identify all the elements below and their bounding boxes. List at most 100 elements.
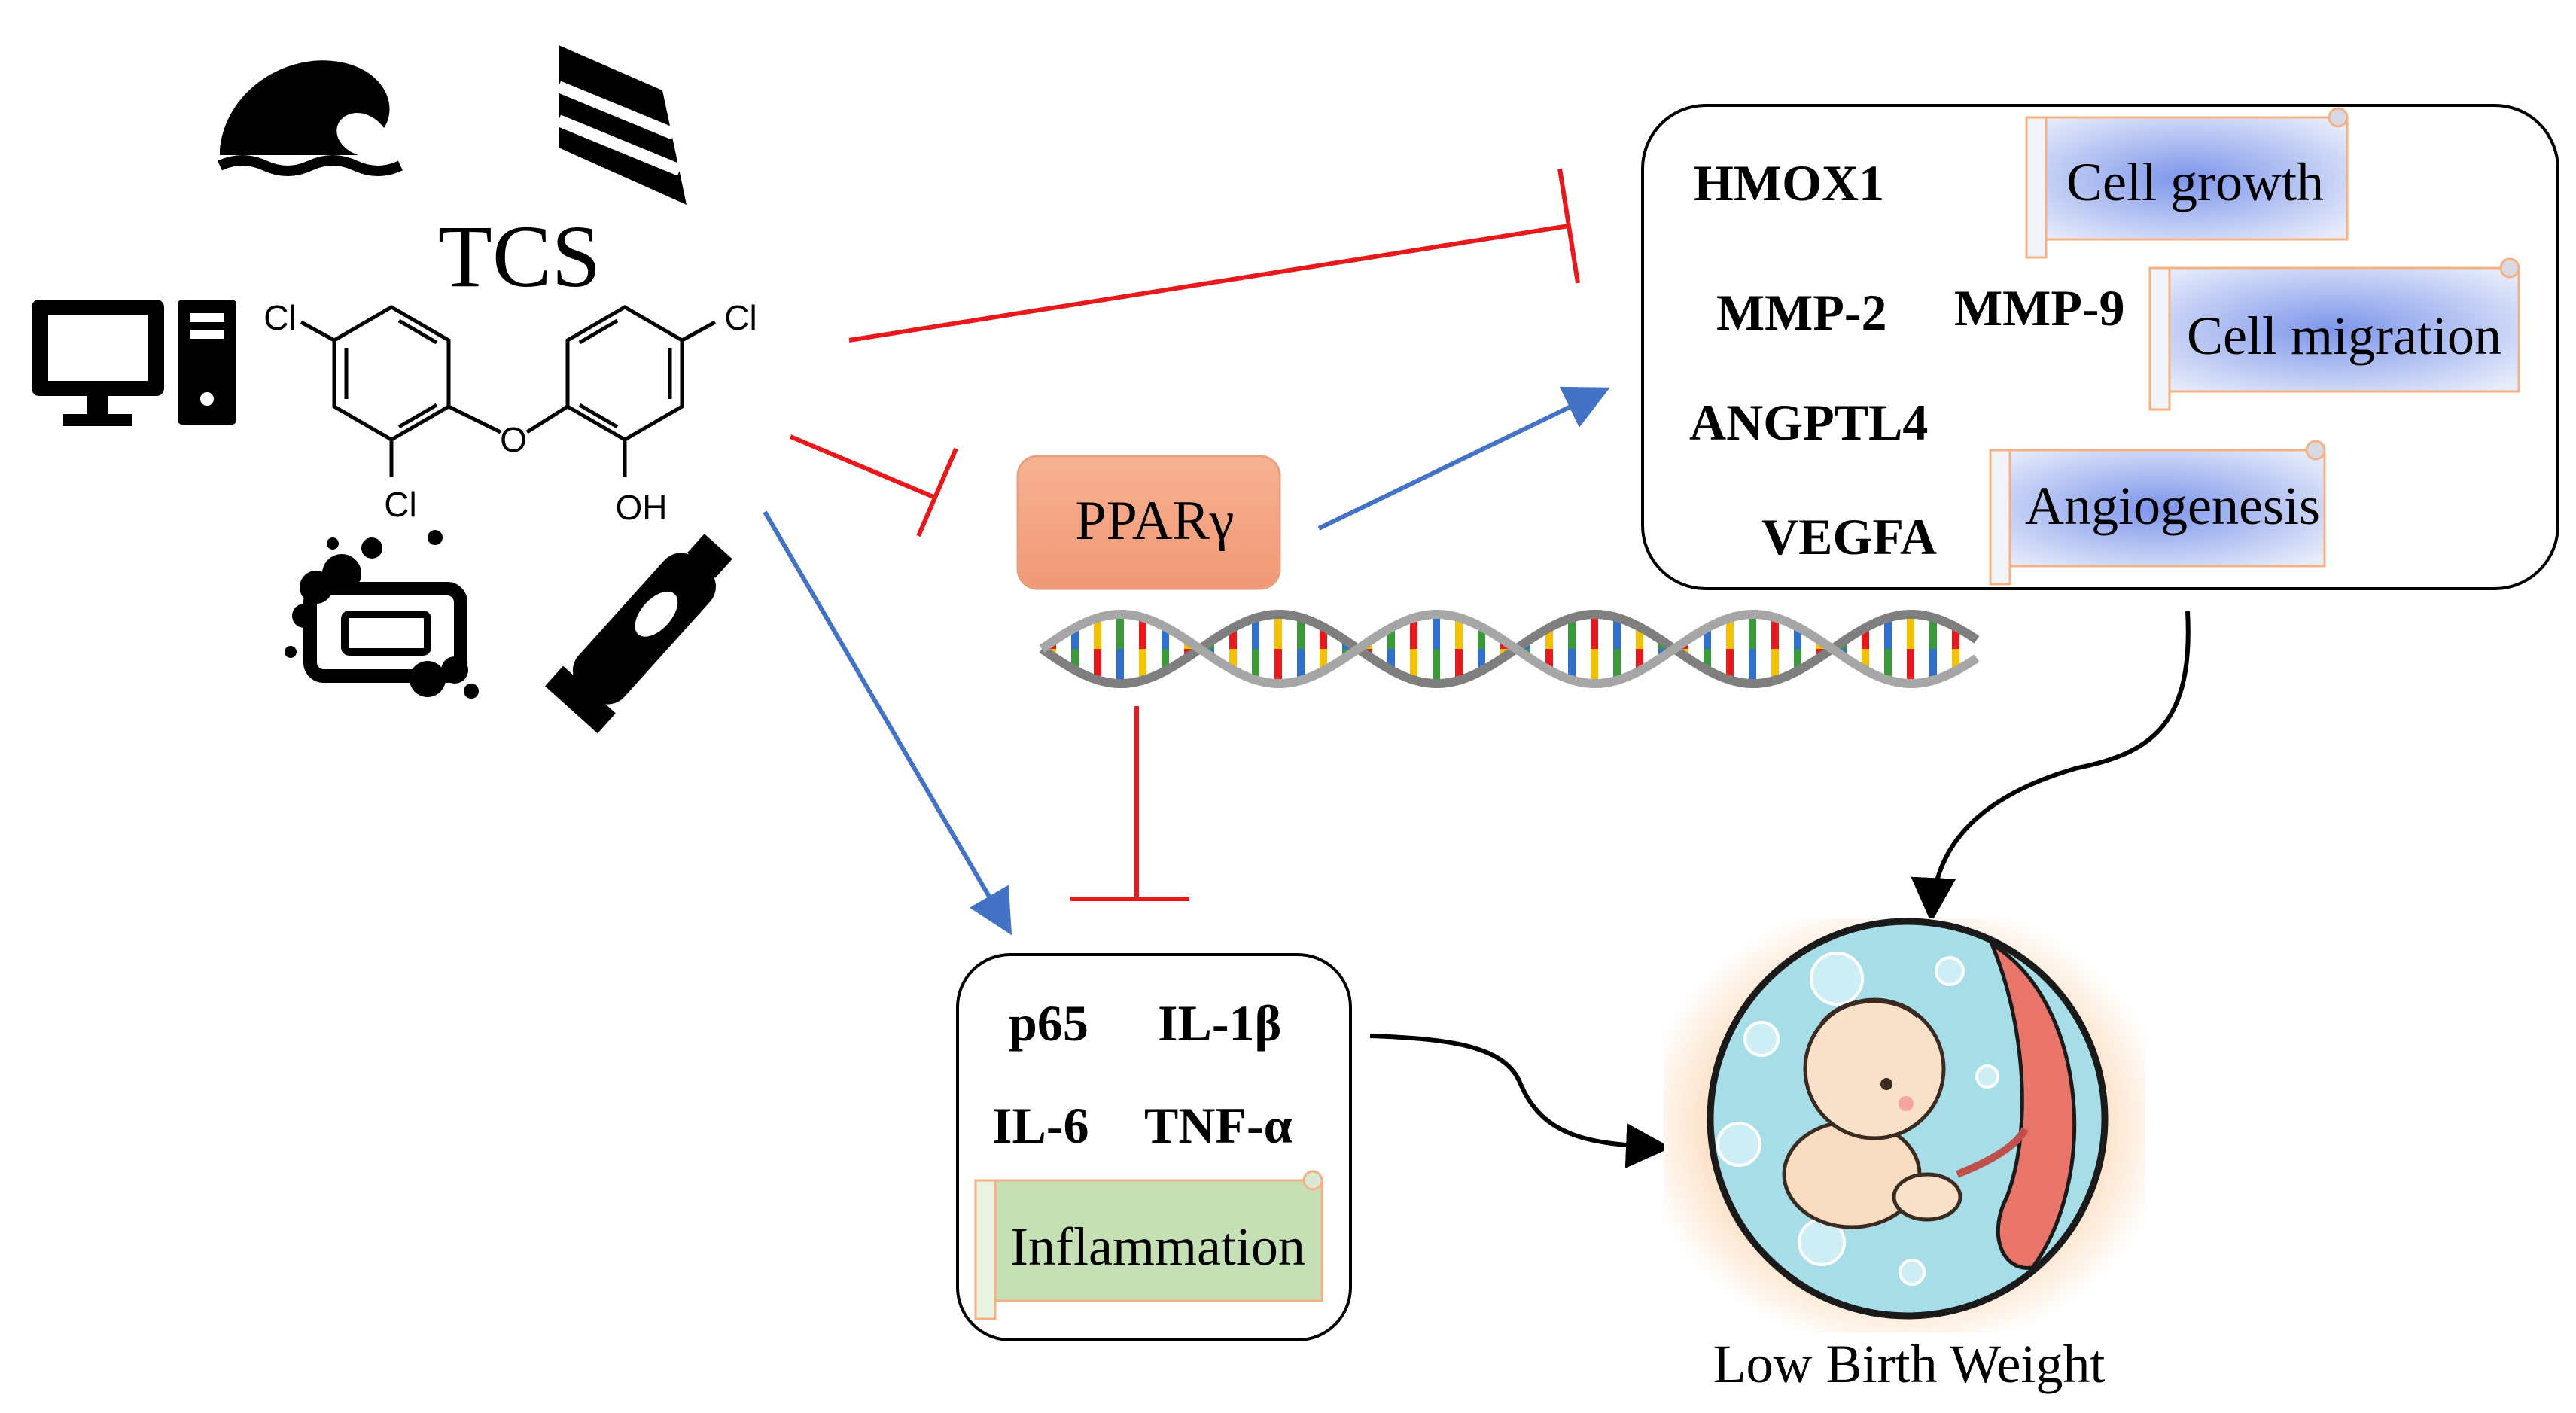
outcome-cell-growth: Cell growth: [2066, 152, 2324, 212]
dna-base-pair: [1929, 617, 1937, 649]
tcs-structure: [300, 305, 717, 477]
dna-base-pair: [1229, 649, 1237, 671]
dna-icon: [1039, 610, 1980, 688]
dna-base-pair: [1139, 649, 1146, 681]
gene-p65: p65: [1009, 994, 1089, 1052]
dna-base-pair: [1771, 617, 1779, 649]
dna-base-pair: [1297, 649, 1305, 681]
gene-il6: IL-6: [992, 1097, 1089, 1154]
soap-icon: [285, 530, 479, 699]
dna-base-pair: [1952, 649, 1959, 671]
dna-base-pair: [1884, 649, 1892, 681]
gene-vegfa: VEGFA: [1761, 508, 1937, 565]
scroll-inflammation: Inflammation: [974, 1170, 1323, 1320]
dna-base-pair: [1455, 617, 1463, 649]
dna-base-pair: [1862, 627, 1869, 649]
gene-il1b: IL-1β: [1158, 994, 1281, 1052]
dna-base-pair: [1568, 649, 1576, 681]
inhibit-top-box: [848, 168, 1580, 343]
hydroxyl-label: OH: [616, 488, 668, 527]
dna-base-pair: [1387, 627, 1395, 649]
dna-base-pair: [1952, 626, 1959, 649]
dna-base-pair: [1162, 649, 1169, 671]
gene-hmox1: HMOX1: [1694, 154, 1884, 212]
dna-base-pair: [1478, 626, 1485, 649]
dna-base-pair: [1320, 649, 1327, 671]
dna-base-pair: [1229, 627, 1237, 649]
dna-base-pair: [1771, 649, 1779, 681]
dna-base-pair: [1907, 649, 1914, 684]
gene-mmp2: MMP-2: [1716, 284, 1887, 341]
dna-base-pair: [1907, 614, 1914, 649]
dna-base-pair: [1433, 614, 1440, 649]
dna-base-pair: [1545, 649, 1553, 671]
dna-base-pair: [1568, 617, 1576, 649]
scroll-cell-growth: Cell growth: [2025, 107, 2349, 259]
dna-base-pair: [1094, 649, 1101, 681]
dna-base-pair: [1252, 649, 1259, 681]
dna-base-pair: [1726, 649, 1734, 681]
dna-base-pair: [1274, 614, 1282, 649]
arrow-inflammation-to-fetus: [1369, 1034, 1671, 1169]
ppar-label: PPARγ: [1075, 490, 1234, 552]
dna-base-pair: [1591, 614, 1598, 649]
dna-base-pair: [1704, 627, 1711, 649]
cl-left-label: Cl: [263, 298, 296, 337]
dna-base-pair: [1139, 617, 1146, 649]
dna-base-pair: [1884, 617, 1892, 649]
dna-base-pair: [1636, 626, 1643, 649]
dna-base-pair: [1274, 649, 1282, 684]
outcome-angiogenesis: Angiogenesis: [2025, 476, 2320, 536]
cl-right-label: Cl: [724, 298, 757, 337]
fetus-illustration: [1664, 918, 2145, 1332]
dna-base-pair: [1071, 649, 1079, 671]
dna-base-pair: [1726, 617, 1734, 649]
dna-base-pair: [1613, 649, 1621, 681]
toothpaste-icon: [544, 534, 732, 734]
computer-icon: [32, 300, 236, 426]
dna-base-pair: [1704, 649, 1711, 671]
fetus-caption: Low Birth Weight: [1713, 1334, 2106, 1394]
dna-base-pair: [1116, 614, 1124, 649]
inhibit-ppar: [789, 434, 958, 537]
oxygen-label: O: [500, 420, 527, 459]
cl-bottom-label: Cl: [384, 485, 416, 524]
wave-icon: [218, 60, 403, 176]
dna-base-pair: [1410, 649, 1417, 681]
activate-top-box-arrow: [1317, 386, 1610, 531]
dna-base-pair: [1455, 649, 1463, 681]
outcome-cell-migration: Cell migration: [2187, 306, 2501, 366]
dna-base-pair: [1749, 649, 1756, 684]
arrow-top-box-to-fetus: [1911, 611, 2191, 923]
gene-angptl4: ANGPTL4: [1689, 394, 1928, 451]
activate-inflammation-arrow: [763, 510, 1012, 936]
cake-icon: [556, 45, 687, 205]
dna-base-pair: [1478, 649, 1485, 671]
dna-base-pair: [1794, 626, 1801, 649]
dna-base-pair: [1162, 626, 1169, 649]
gene-mmp9: MMP-9: [1954, 279, 2125, 337]
dna-base-pair: [1862, 649, 1869, 671]
dna-base-pair: [1929, 649, 1937, 681]
dna-base-pair: [1410, 617, 1417, 649]
dna-base-pair: [1636, 649, 1643, 671]
compound-name: TCS: [438, 207, 601, 306]
dna-base-pair: [1387, 649, 1395, 671]
dna-base-pair: [1252, 617, 1259, 649]
dna-base-pair: [1545, 627, 1553, 649]
gene-tnfa: TNF-α: [1144, 1097, 1293, 1154]
dna-base-pair: [1613, 617, 1621, 649]
dna-base-pair: [1591, 649, 1598, 684]
dna-base-pair: [1749, 614, 1756, 649]
scroll-cell-migration: Cell migration: [2148, 257, 2520, 411]
dna-base-pair: [1794, 649, 1801, 671]
dna-base-pair: [1297, 617, 1305, 649]
dna-base-pair: [1320, 626, 1327, 649]
dna-base-pair: [1071, 627, 1079, 649]
ppar-box: [1016, 455, 1281, 590]
dna-base-pair: [1094, 617, 1101, 649]
dna-base-pair: [1433, 649, 1440, 684]
outcome-inflammation: Inflammation: [1010, 1217, 1305, 1277]
